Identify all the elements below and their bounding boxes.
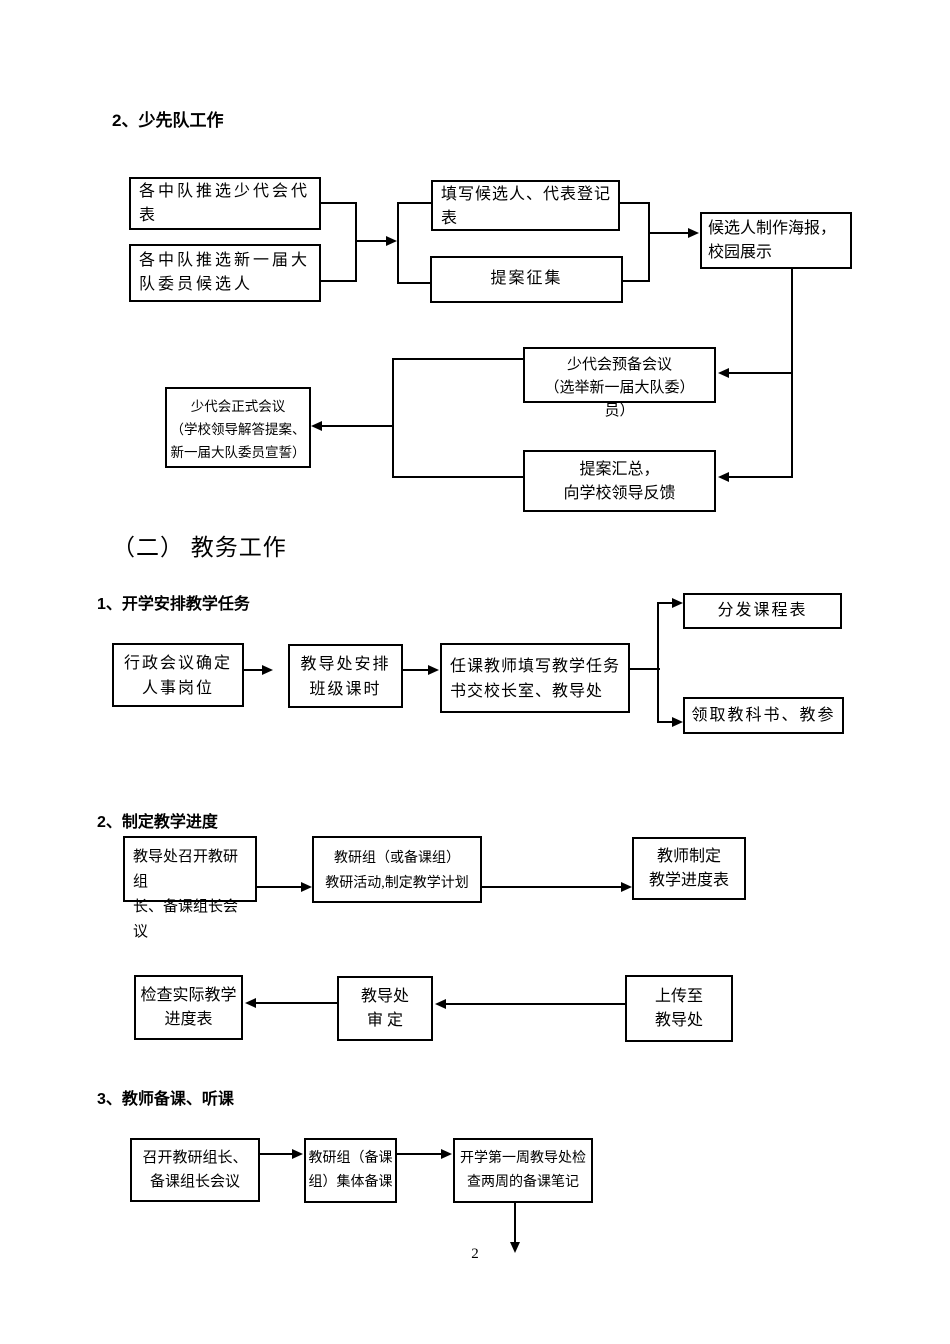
arrowhead-right-icon bbox=[688, 228, 699, 238]
flow-box-fill-registration: 填写候选人、代表登记 表 bbox=[431, 180, 620, 231]
flow-box-prep-meeting: 少代会预备会议 （选举新一届大队委） 员） bbox=[523, 347, 716, 419]
arrowhead-right-icon bbox=[301, 882, 312, 892]
arrowhead-left-icon bbox=[718, 368, 729, 378]
connector-line bbox=[355, 240, 387, 242]
connector-line bbox=[257, 886, 302, 888]
arrowhead-left-icon bbox=[311, 421, 322, 431]
heading-shaoxiandui: 2、少先队工作 bbox=[112, 111, 224, 130]
heading-assign-tasks: 1、开学安排教学任务 bbox=[97, 596, 250, 613]
flow-box-proposal-summary: 提案汇总， 向学校领导反馈 bbox=[523, 450, 716, 512]
connector-line bbox=[392, 476, 523, 478]
connector-line bbox=[620, 202, 650, 204]
flow-box-group-prep: 教研组（备课 组）集体备课 bbox=[304, 1138, 397, 1203]
flow-box-first-week-check: 开学第一周教导处检 查两周的备课笔记 bbox=[453, 1138, 593, 1203]
flow-box-admin-meeting: 行政会议确定 人事岗位 bbox=[112, 643, 244, 707]
flow-box-proposal-collection: 提案征集 bbox=[430, 256, 623, 303]
flow-box-convene-leaders: 教导处召开教研组 长、备课组长会议 bbox=[123, 836, 257, 940]
connector-line bbox=[657, 602, 673, 604]
connector-line bbox=[728, 372, 792, 374]
connector-line bbox=[657, 602, 659, 722]
arrowhead-right-icon bbox=[672, 598, 683, 608]
arrowhead-left-icon bbox=[245, 998, 256, 1008]
flow-box-make-schedule: 教师制定 教学进度表 bbox=[632, 837, 746, 900]
flow-box-convene-meeting: 召开教研组长、 备课组长会议 bbox=[130, 1138, 260, 1202]
flow-box-poster-display: 候选人制作海报， 校园展示 bbox=[700, 212, 852, 269]
connector-line bbox=[244, 669, 264, 671]
connector-line bbox=[514, 1203, 516, 1243]
flow-box-recommend-candidates: 各中队推选新一届大 队委员候选人 bbox=[129, 244, 321, 302]
connector-line bbox=[355, 202, 357, 282]
connector-line bbox=[648, 202, 650, 282]
arrowhead-right-icon bbox=[386, 236, 397, 246]
connector-line bbox=[657, 721, 673, 723]
connector-line bbox=[260, 1153, 293, 1155]
flow-box-distribute-timetable: 分发课程表 bbox=[683, 593, 842, 629]
arrowhead-right-icon bbox=[428, 665, 439, 675]
flow-box-schedule-hours: 教导处安排 班级课时 bbox=[288, 644, 403, 708]
arrowhead-left-icon bbox=[435, 999, 446, 1009]
page-number: 2 bbox=[471, 1246, 479, 1262]
connector-line bbox=[399, 202, 431, 204]
connector-line bbox=[403, 669, 429, 671]
flow-box-get-textbooks: 领取教科书、教参 bbox=[683, 697, 844, 734]
arrowhead-right-icon bbox=[292, 1149, 303, 1159]
connector-line bbox=[397, 202, 399, 284]
flow-box-recommend-delegates: 各中队推选少代会代 表 bbox=[129, 177, 321, 230]
connector-line bbox=[482, 886, 622, 888]
connector-line bbox=[630, 668, 660, 670]
arrowhead-down-icon bbox=[510, 1242, 520, 1253]
connector-line bbox=[392, 358, 523, 360]
arrowhead-left-icon bbox=[718, 472, 729, 482]
connector-line bbox=[321, 280, 357, 282]
connector-line bbox=[255, 1002, 337, 1004]
connector-line bbox=[728, 476, 792, 478]
arrowhead-right-icon bbox=[621, 882, 632, 892]
connector-line bbox=[321, 425, 393, 427]
connector-line bbox=[623, 280, 650, 282]
connector-line bbox=[445, 1003, 625, 1005]
heading-lesson-prep: 3、教师备课、听课 bbox=[97, 1091, 234, 1108]
arrowhead-right-icon bbox=[441, 1149, 452, 1159]
flow-box-upload: 上传至 教导处 bbox=[625, 975, 733, 1042]
connector-line bbox=[392, 358, 394, 478]
flow-box-review: 教导处 审 定 bbox=[337, 976, 433, 1041]
heading-teaching-progress: 2、制定教学进度 bbox=[97, 814, 218, 831]
flow-box-research-activity: 教研组（或备课组） 教研活动,制定教学计划 bbox=[312, 836, 482, 903]
connector-line bbox=[321, 202, 357, 204]
connector-line bbox=[791, 269, 793, 478]
flow-box-check-actual: 检查实际教学 进度表 bbox=[134, 975, 243, 1040]
arrowhead-right-icon bbox=[262, 665, 273, 675]
connector-line bbox=[399, 282, 430, 284]
flow-box-fill-task-book: 任课教师填写教学任务 书交校长室、教导处 bbox=[440, 643, 630, 713]
connector-line bbox=[650, 232, 688, 234]
connector-line bbox=[397, 1153, 442, 1155]
arrowhead-right-icon bbox=[672, 717, 683, 727]
flow-box-formal-meeting: 少代会正式会议 （学校领导解答提案、 新一届大队委员宣誓） bbox=[165, 387, 311, 468]
heading-jiaowu: （二） 教务工作 bbox=[112, 535, 287, 560]
